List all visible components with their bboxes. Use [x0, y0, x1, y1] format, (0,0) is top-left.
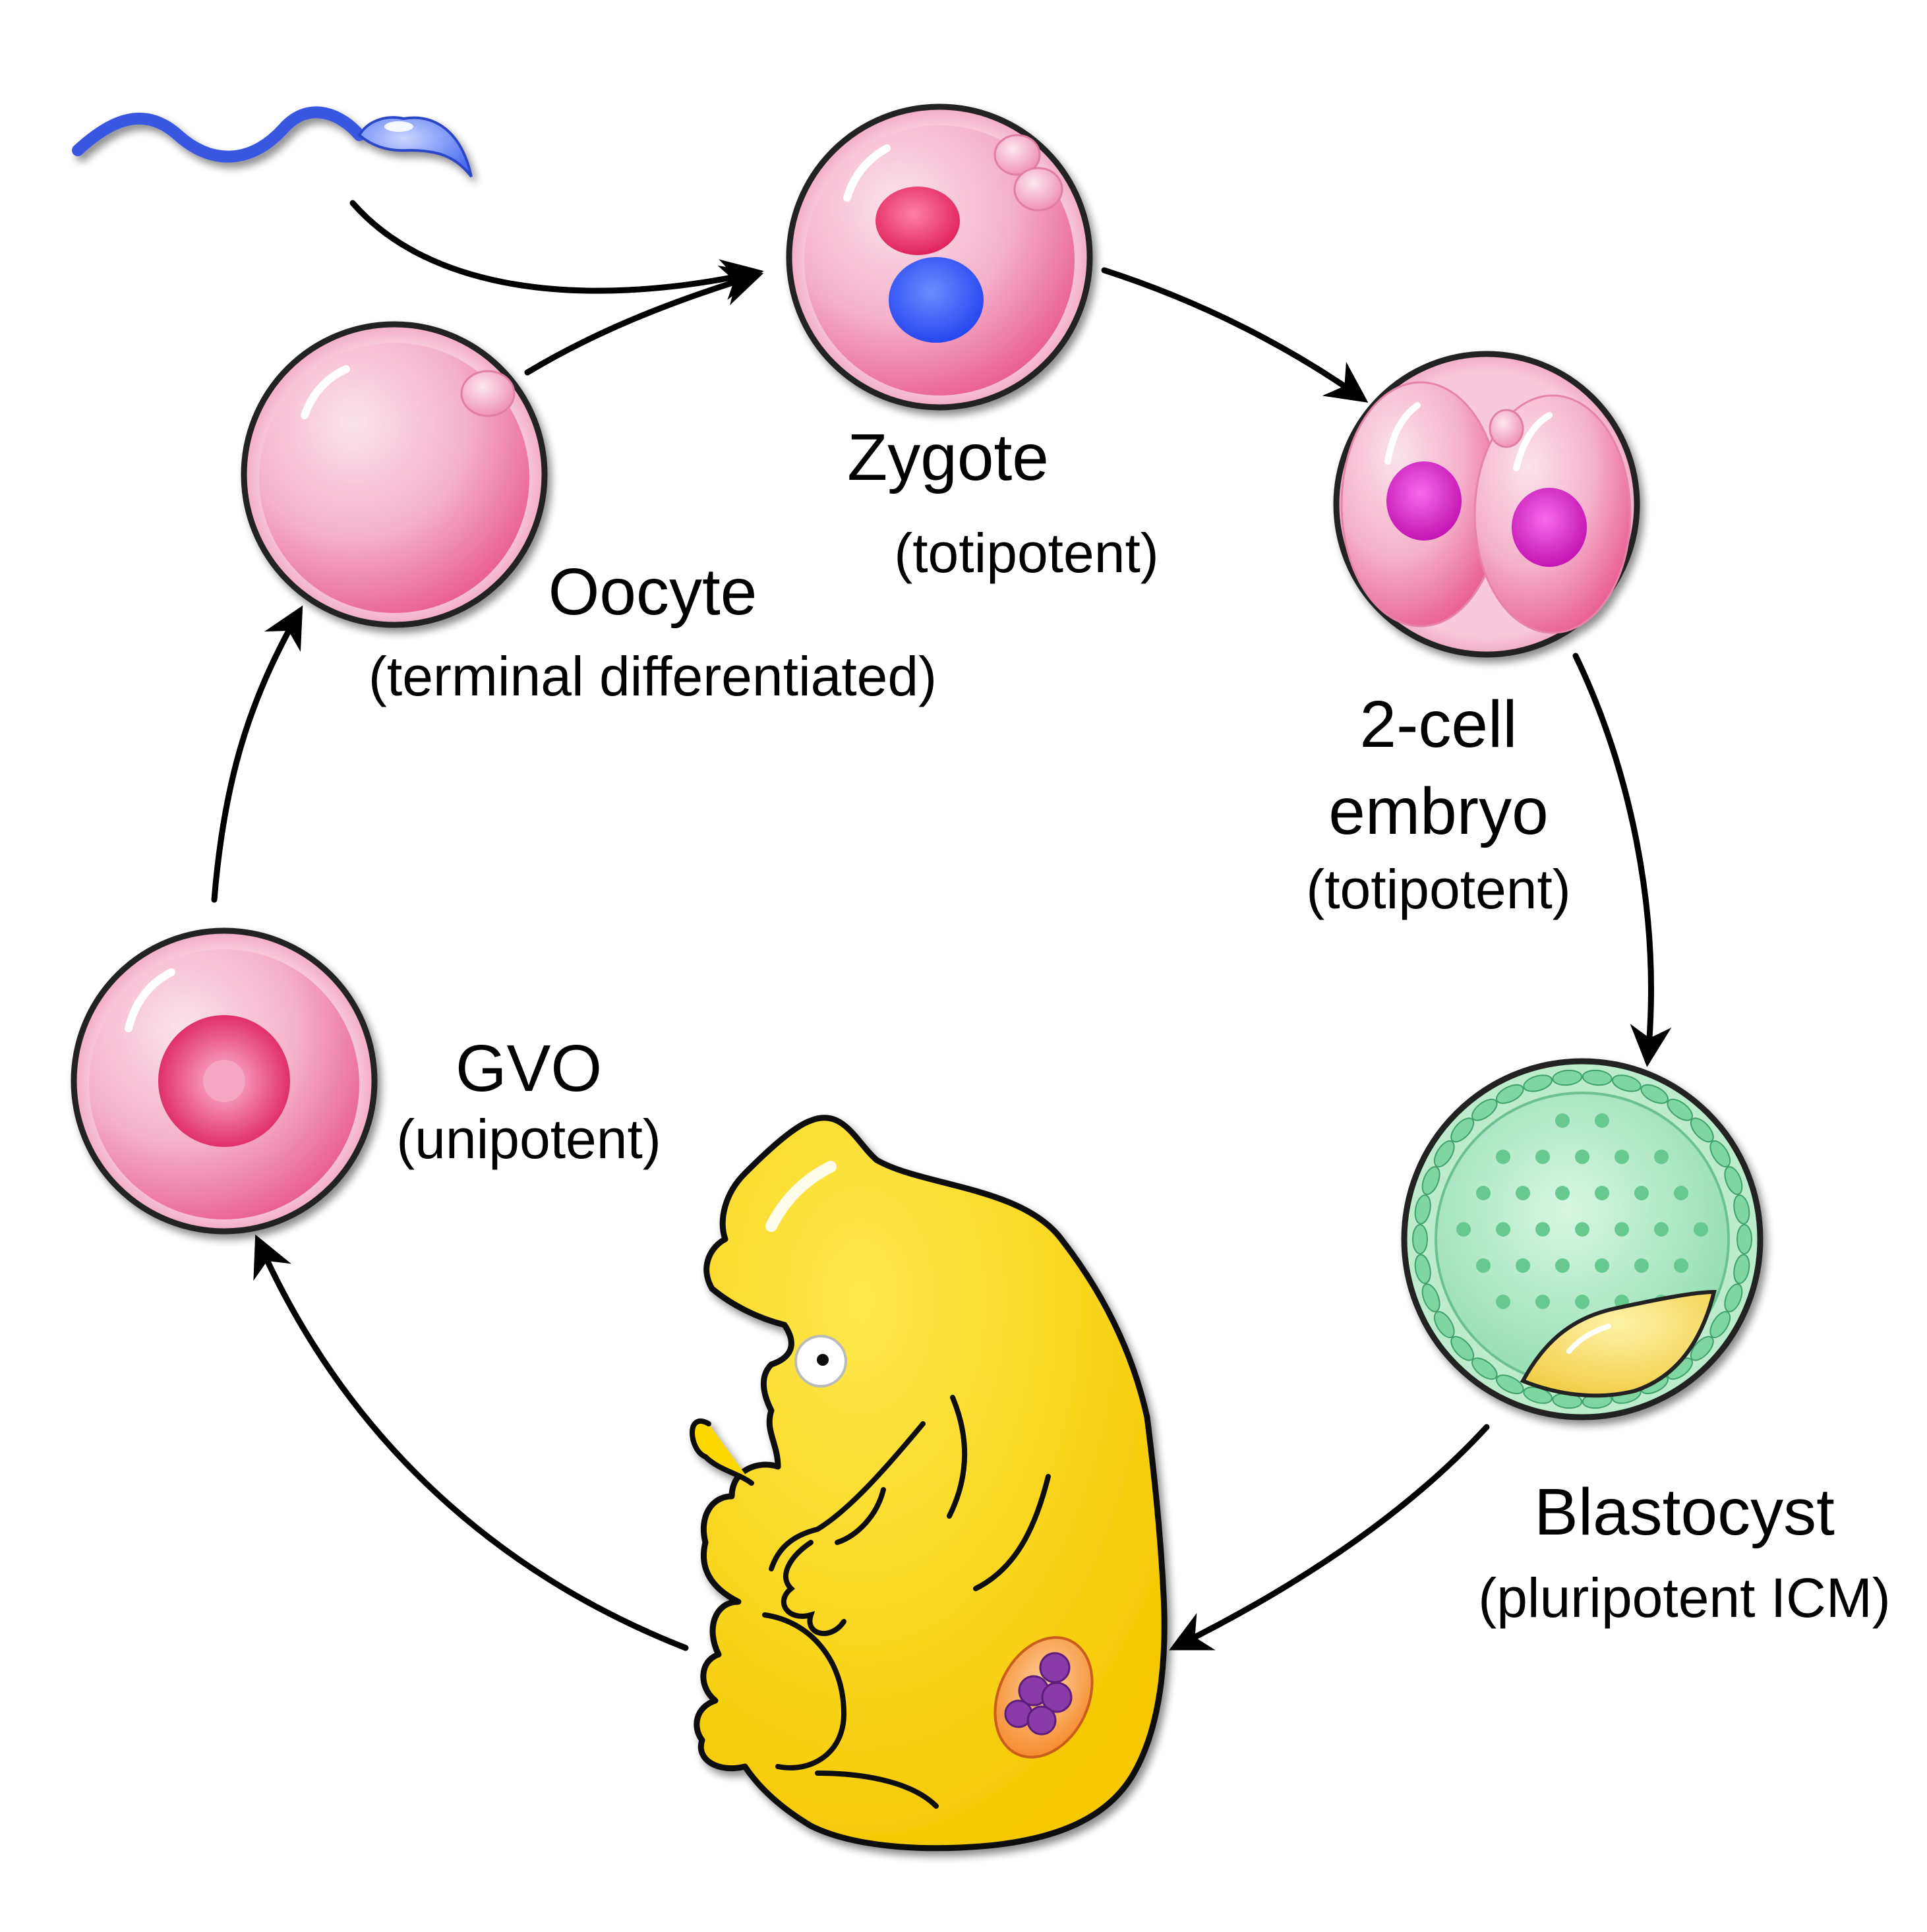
- trophectoderm-cell: [1450, 1117, 1475, 1143]
- maternal-pronucleus: [875, 187, 960, 255]
- trophectoderm-cell: [1733, 1194, 1750, 1225]
- blastocoel-cell-nucleus: [1615, 1222, 1629, 1237]
- mouse-embryo: [690, 1115, 1168, 1852]
- two-cell-embryo: [1333, 351, 1640, 658]
- blastocoel-cell-nucleus: [1674, 1258, 1688, 1273]
- blastocoel-cell-nucleus: [1555, 1258, 1570, 1273]
- blastocoel-cell-nucleus: [1496, 1295, 1510, 1309]
- trophectoderm-cell: [1421, 1166, 1440, 1195]
- blastocoel-cell-nucleus: [1516, 1258, 1530, 1273]
- primordial-germ-cell: [1041, 1682, 1073, 1713]
- blastocoel-cell-nucleus: [1575, 1222, 1589, 1237]
- trophectoderm-layer: [1412, 1069, 1752, 1409]
- trophectoderm-cell: [1450, 1335, 1475, 1361]
- blastocoel-cell-nucleus: [1595, 1186, 1609, 1200]
- two-cell-potency-label: (totipotent): [1306, 858, 1571, 920]
- labels: Zygote (totipotent) 2-cell embryo (totip…: [369, 421, 1891, 1629]
- trophectoderm-cell: [1724, 1166, 1743, 1195]
- trophectoderm-cell: [1724, 1283, 1743, 1312]
- blastocoel-cell-nucleus: [1595, 1113, 1609, 1128]
- two-cell-label-line2: embryo: [1328, 775, 1548, 848]
- oocyte-potency-label: (terminal differentiated): [369, 645, 937, 707]
- blastocoel-cell-nucleus: [1634, 1186, 1649, 1200]
- blastocyst-label: Blastocyst: [1534, 1475, 1835, 1549]
- arrow-embryo-to-gvo: [253, 1234, 689, 1651]
- blastocoel-cell-nucleus: [1476, 1186, 1491, 1200]
- trophectoderm-cell: [1414, 1254, 1431, 1284]
- gvo-label: GVO: [456, 1032, 602, 1105]
- blastomere-nucleus-right: [1512, 488, 1587, 567]
- trophectoderm-cell: [1733, 1254, 1750, 1284]
- trophectoderm-cell: [1496, 1084, 1524, 1104]
- blastocoel-cell-nucleus: [1555, 1113, 1570, 1128]
- embryo-gonad: [993, 1636, 1094, 1759]
- primordial-germ-cell: [1039, 1652, 1071, 1683]
- blastocoel-cell-nucleus: [1674, 1186, 1688, 1200]
- arrow-blastocyst-to-embryo: [1169, 1424, 1490, 1651]
- blastocoel-cell-nucleus: [1575, 1295, 1589, 1309]
- blastocoel-cell-nucleus: [1615, 1150, 1629, 1164]
- trophectoderm-cell: [1471, 1357, 1498, 1380]
- two-cell-label-line1: 2-cell: [1360, 688, 1518, 761]
- zygote-potency-label: (totipotent): [894, 522, 1159, 584]
- blastocoel-cell-nucleus: [1694, 1222, 1708, 1237]
- gvo-cell: [71, 927, 378, 1235]
- arrow-2cell-to-blastocyst: [1572, 653, 1672, 1067]
- sperm-icon: [72, 106, 473, 178]
- paternal-pronucleus: [889, 257, 984, 343]
- blastocoel-cell-nucleus: [1496, 1222, 1510, 1237]
- trophectoderm-cell: [1421, 1283, 1440, 1312]
- trophectoderm-cell: [1690, 1335, 1714, 1361]
- blastocyst: [1401, 1058, 1764, 1420]
- trophectoderm-cell: [1412, 1224, 1428, 1254]
- trophectoderm-cell: [1414, 1194, 1431, 1225]
- oocyte-label: Oocyte: [548, 555, 757, 629]
- blastocoel-cell-nucleus: [1555, 1186, 1570, 1200]
- oocyte-cell: [241, 321, 548, 628]
- blastocoel-cell-nucleus: [1595, 1258, 1609, 1273]
- arrow-gvo-to-oocyte: [211, 605, 303, 903]
- trophectoderm-cell: [1523, 1074, 1553, 1092]
- blastocoel-cell-nucleus: [1535, 1150, 1550, 1164]
- trophectoderm-cell: [1496, 1374, 1524, 1395]
- blastomere-nucleus-left: [1386, 461, 1462, 541]
- primordial-germ-cell: [1026, 1705, 1057, 1736]
- trophectoderm-cell: [1552, 1069, 1583, 1086]
- trophectoderm-cell: [1640, 1084, 1669, 1104]
- trophectoderm-cell: [1471, 1098, 1498, 1121]
- trophectoderm-cell: [1433, 1140, 1455, 1168]
- blastocoel-cell-nucleus: [1535, 1295, 1550, 1309]
- blastocoel-cell-nucleus: [1634, 1258, 1649, 1273]
- trophectoderm-cell: [1690, 1117, 1714, 1143]
- blastocoel-cell-nucleus: [1535, 1222, 1550, 1237]
- blastocoel-cell-nucleus: [1654, 1222, 1669, 1237]
- inner-cell-mass: [1520, 1289, 1717, 1398]
- blastocyst-potency-label: (pluripotent ICM): [1478, 1567, 1891, 1629]
- trophectoderm-cell: [1433, 1310, 1455, 1339]
- trophectoderm-cell: [1709, 1140, 1731, 1168]
- zygote-label: Zygote: [847, 421, 1049, 494]
- blastocoel-cell-nucleus: [1456, 1222, 1471, 1237]
- trophectoderm-cell: [1709, 1310, 1731, 1339]
- trophectoderm-cell: [1667, 1098, 1693, 1121]
- cycle-arrows: [211, 200, 1672, 1651]
- arrow-sperm-to-zygote: [349, 200, 764, 300]
- blastocoel-cell-nucleus: [1654, 1150, 1669, 1164]
- blastocoel-cell-nucleus: [1496, 1150, 1510, 1164]
- trophectoderm-cell: [1582, 1069, 1613, 1086]
- trophectoderm-cell: [1736, 1224, 1752, 1254]
- trophectoderm-cell: [1611, 1074, 1642, 1092]
- blastocoel-cell-nucleus: [1476, 1258, 1491, 1273]
- arrow-oocyte-to-zygote: [524, 265, 764, 376]
- arrow-zygote-to-2cell: [1101, 267, 1369, 403]
- zygote-cell: [786, 103, 1093, 411]
- blastocoel-cell-nucleus: [1575, 1150, 1589, 1164]
- blastocoel-cell-nucleus: [1516, 1186, 1530, 1200]
- gvo-potency-label: (unipotent): [396, 1108, 661, 1170]
